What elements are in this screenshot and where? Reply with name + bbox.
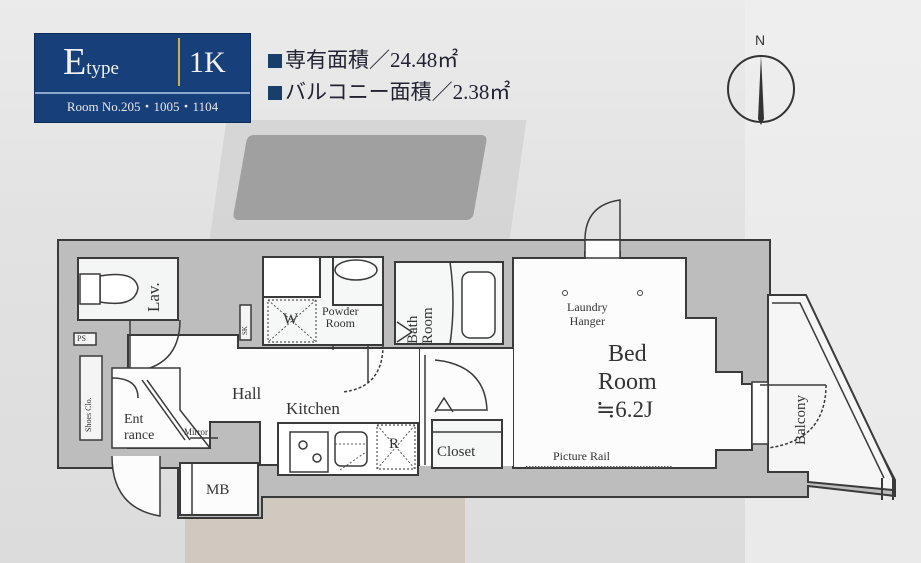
balcony-area: バルコニー面積／2.38㎡ [285, 80, 511, 104]
north-label: N [755, 32, 766, 48]
unit-type-badge: Etype 1K Room No.205・1005・1104 [34, 33, 251, 123]
balcony-label: Balcony [793, 395, 809, 445]
kitchen-label: Kitchen [286, 399, 340, 418]
exclusive-area: 専有面積／24.48㎡ [285, 48, 459, 72]
badge-separator [35, 92, 250, 94]
square-bullet-icon [268, 86, 282, 100]
compass-icon [727, 55, 795, 125]
room-numbers: Room No.205・1005・1104 [66, 99, 219, 114]
badge-divider [178, 38, 180, 86]
pipe-space-label: PS [77, 334, 86, 343]
lavatory-label: Lav. [144, 282, 163, 312]
refrigerator-mark: R [389, 436, 400, 452]
exclusive-area-row: 専有面積／24.48㎡ [268, 48, 458, 72]
layout-label: 1K [189, 46, 226, 79]
mirror-label: Mirror [184, 427, 208, 437]
washer-mark: W [283, 311, 299, 328]
bed-room-size: ≒6.2J [596, 397, 653, 422]
closet-label: Closet [437, 444, 476, 460]
square-bullet-icon [268, 54, 282, 68]
balcony-area-row: バルコニー面積／2.38㎡ [268, 80, 510, 104]
unit-type: Etype [63, 41, 119, 83]
meter-box-label: MB [206, 482, 230, 498]
hall-label: Hall [232, 384, 262, 403]
shoes-closet-label: Shoes Clo. [84, 397, 93, 432]
picture-rail-label: Picture Rail [553, 449, 610, 463]
sk-label: SK [241, 326, 249, 335]
